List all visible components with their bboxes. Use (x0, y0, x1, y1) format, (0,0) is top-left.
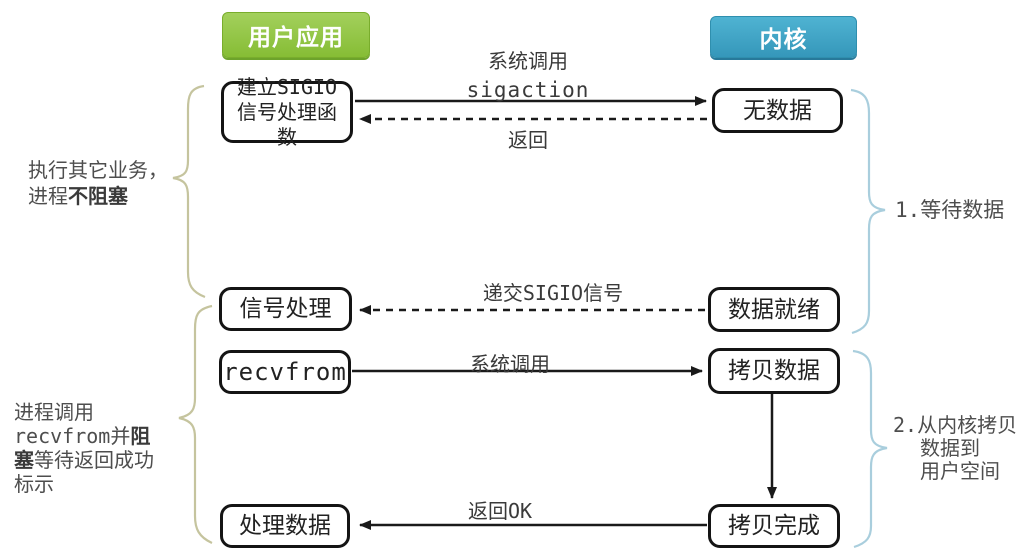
note-no-blocking-line1: 执行其它业务， (28, 158, 168, 182)
node-copy-done: 拷贝完成 (708, 504, 840, 548)
node-no-data-label: 无数据 (743, 97, 812, 124)
node-recvfrom: recvfrom (219, 350, 351, 394)
label-syscall: 系统调用 (470, 352, 550, 376)
node-recvfrom-label: recvfrom (223, 358, 347, 386)
lane-header-kernel: 内核 (710, 16, 857, 58)
right-brace-wait-data (850, 88, 886, 335)
node-copy-data-label: 拷贝数据 (728, 358, 820, 384)
node-process-data-label: 处理数据 (239, 513, 331, 539)
node-setup-sigio-handler: 建立SIGIO信号处理函数 (221, 75, 353, 149)
node-process-data: 处理数据 (220, 504, 350, 548)
note-wait-data: 1.等待数据 (895, 198, 1005, 222)
lane-header-kernel-label: 内核 (759, 27, 808, 53)
lane-header-user-app-label: 用户应用 (248, 25, 344, 51)
node-copy-done-label: 拷贝完成 (728, 513, 820, 539)
node-data-ready-label: 数据就绪 (728, 296, 820, 323)
note-blocking: 进程调用 recvfrom并阻 塞等待返回成功 标示 (14, 400, 154, 496)
label-syscall-sigaction-line1: 系统调用 (488, 49, 568, 73)
label-return: 返回 (508, 128, 548, 152)
node-signal-handle-label: 信号处理 (239, 296, 332, 322)
label-syscall-sigaction: 系统调用 sigaction (428, 45, 628, 102)
node-setup-sigio-handler-label: 建立SIGIO信号处理函数 (236, 74, 338, 149)
node-no-data: 无数据 (712, 88, 843, 133)
node-signal-handle: 信号处理 (219, 287, 352, 331)
right-brace-copy-data (852, 349, 888, 549)
node-copy-data: 拷贝数据 (708, 348, 840, 394)
node-data-ready: 数据就绪 (708, 287, 840, 332)
label-deliver-sigio: 递交SIGIO信号 (482, 281, 624, 305)
lane-header-user-app: 用户应用 (222, 12, 370, 58)
label-syscall-sigaction-line2: sigaction (466, 78, 590, 102)
note-no-blocking: 执行其它业务， 进程不阻塞 (28, 158, 168, 208)
note-copy-to-user: 2.从内核拷贝 数据到 用户空间 (893, 413, 1018, 483)
label-return-ok: 返回OK (467, 499, 533, 523)
